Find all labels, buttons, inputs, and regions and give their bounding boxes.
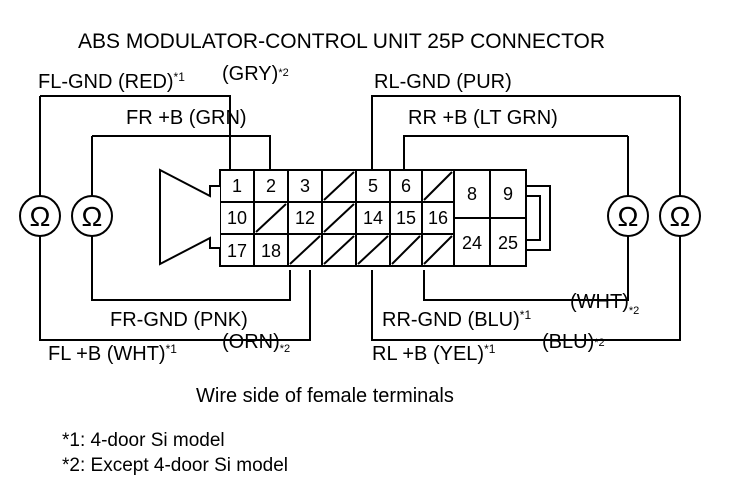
terminal-number: 5 (368, 176, 378, 196)
terminal-number: 24 (462, 233, 482, 253)
terminal-number: 14 (363, 208, 383, 228)
connector-key (526, 185, 551, 251)
rl-b-label: RL +B (YEL)*1 (372, 342, 496, 365)
fl-wire (39, 95, 311, 341)
fr-wire (91, 135, 291, 301)
terminal-number: 17 (227, 241, 247, 261)
rl-wire (371, 95, 681, 341)
diagram-title: ABS MODULATOR-CONTROL UNIT 25P CONNECTOR (78, 30, 605, 53)
terminal-number: 12 (295, 208, 315, 228)
rr-gnd-label: RR-GND (BLU)*1 (382, 308, 531, 331)
terminal-number: 18 (261, 241, 281, 261)
fr-b-label: FR +B (GRN) (126, 107, 247, 129)
ohm-icon: Ω (30, 201, 51, 232)
rr-b-label: RR +B (LT GRN) (408, 107, 558, 129)
connector-latch (159, 168, 220, 266)
terminal-number: 16 (428, 208, 448, 228)
fl-gnd-label: FL-GND (RED)*1 (38, 70, 185, 93)
fl-b-label: FL +B (WHT)*1 (48, 342, 177, 365)
terminal-number: 10 (227, 208, 247, 228)
fr-gnd-label: FR-GND (PNK) (110, 309, 248, 331)
rr-wire (403, 135, 629, 301)
rr-gnd-alt-label: (WHT)*2 (570, 291, 639, 317)
ohmmeter-fl (19, 195, 61, 237)
terminal-number: 25 (498, 233, 518, 253)
footnote: *2: Except 4-door Si model (62, 455, 288, 476)
ohmmeter-rr (607, 195, 649, 237)
rl-gnd-label: RL-GND (PUR) (374, 71, 512, 93)
terminal-number: 9 (503, 184, 513, 204)
fl-b-alt-label: (ORN)*2 (222, 331, 290, 355)
terminal-number: 8 (467, 184, 477, 204)
ohmmeter-rl (659, 195, 701, 237)
footnote: *1: 4-door Si model (62, 430, 225, 451)
rl-b-alt-label: (BLU)*2 (542, 331, 605, 353)
terminal-number: 15 (396, 208, 416, 228)
ohm-icon: Ω (670, 201, 691, 232)
terminal-number: 2 (266, 176, 276, 196)
terminal-number: 6 (401, 176, 411, 196)
ohm-icon: Ω (618, 201, 639, 232)
terminal-number: 3 (300, 176, 310, 196)
caption: Wire side of female terminals (196, 385, 454, 407)
fl-gnd-alt-label: (GRY)*2 (222, 63, 289, 85)
ohmmeter-fr (71, 195, 113, 237)
ohm-icon: Ω (82, 201, 103, 232)
terminal-number: 1 (232, 176, 242, 196)
